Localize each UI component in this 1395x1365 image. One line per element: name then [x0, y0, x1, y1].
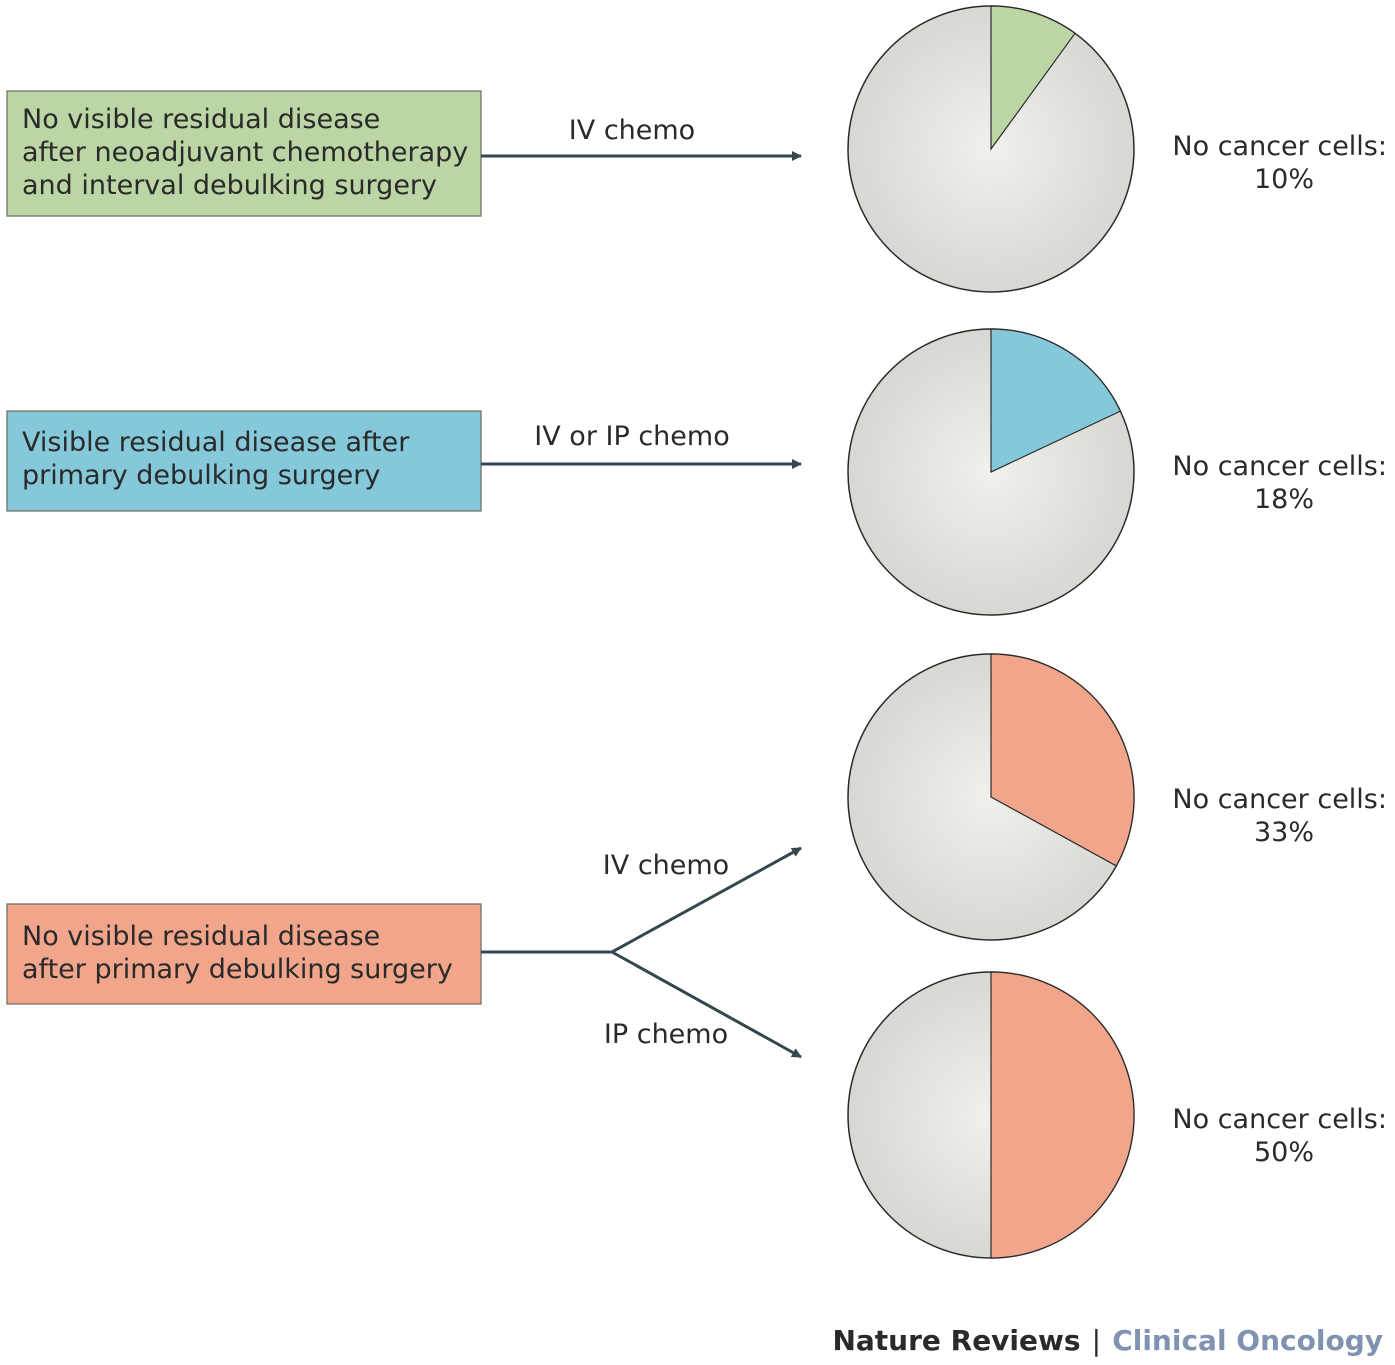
svg-text:No visible residual disease: No visible residual disease after primar…: [22, 921, 453, 985]
arrow-3: [611, 846, 802, 954]
pie-1: [847, 5, 1135, 293]
condition-box-1-line-2: after neoadjuvant chemotherapy: [22, 137, 468, 168]
arrow-4: [611, 950, 802, 1059]
svg-text:No cancer cells: 18%: No cancer cells: 18%: [1172, 451, 1395, 515]
arrow-4-label: IP chemo: [604, 1019, 728, 1050]
outcome-3-label: No cancer cells:: [1172, 784, 1387, 815]
condition-box-1: [6, 90, 482, 217]
outcome-2-value: 18%: [1254, 484, 1314, 515]
condition-box-1-line-3: and interval debulking surgery: [22, 170, 437, 201]
svg-text:Visible residual disease after: Visible residual disease after primary d…: [22, 427, 418, 491]
pie-3-slice: [990, 653, 1135, 867]
pie-1-slice: [990, 5, 1076, 151]
condition-box-2-line-2: primary debulking surgery: [22, 460, 380, 491]
condition-box-1-line-1: No visible residual disease: [22, 104, 380, 135]
pie-4: [847, 971, 1135, 1259]
outcome-4-label: No cancer cells:: [1172, 1104, 1387, 1135]
arrow-2-label: IV or IP chemo: [534, 421, 729, 452]
outcome-3-value: 33%: [1254, 817, 1314, 848]
group-2: Visible residual disease after primary d…: [6, 410, 802, 512]
condition-box-3-line-2: after primary debulking surgery: [22, 954, 453, 985]
outcome-4-value: 50%: [1254, 1137, 1314, 1168]
svg-text:No cancer cells: 10%: No cancer cells: 10%: [1172, 131, 1395, 195]
footer-brand: Nature Reviews: [832, 1324, 1080, 1357]
pie-4-slice: [990, 971, 1135, 1259]
arrow-1-label: IV chemo: [569, 115, 695, 146]
group-3: No visible residual disease after primar…: [6, 846, 802, 1059]
pie-2: [847, 328, 1135, 616]
outcome-1-value: 10%: [1254, 164, 1314, 195]
arrow-3-label: IV chemo: [603, 850, 729, 881]
pie-3: [847, 653, 1135, 941]
group-1: No visible residual disease after neoadj…: [6, 90, 802, 217]
condition-box-2: [6, 410, 482, 512]
svg-text:No cancer cells: 50%: No cancer cells: 50%: [1172, 1104, 1395, 1168]
condition-box-3: [6, 903, 482, 1005]
svg-text:No cancer cells: 33%: No cancer cells: 33%: [1172, 784, 1395, 848]
outcome-1-label: No cancer cells:: [1172, 131, 1387, 162]
svg-text:No visible residual disease: No visible residual disease after neoadj…: [22, 104, 477, 201]
outcome-2-label: No cancer cells:: [1172, 451, 1387, 482]
pie-2-slice: [990, 328, 1122, 473]
condition-box-2-line-1: Visible residual disease after: [22, 427, 410, 458]
footer: Nature Reviews | Clinical Oncology: [832, 1324, 1383, 1357]
condition-box-3-line-1: No visible residual disease: [22, 921, 380, 952]
footer-journal: Clinical Oncology: [1112, 1324, 1383, 1357]
footer-separator: |: [1092, 1324, 1101, 1357]
